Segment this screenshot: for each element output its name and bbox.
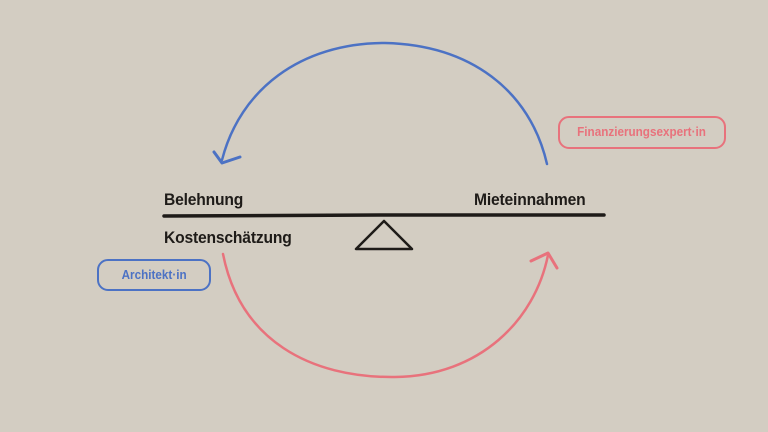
label-mieteinnahmen: Mieteinnahmen — [474, 190, 586, 209]
triangle-fulcrum-icon — [354, 219, 414, 251]
red-arrowhead-icon — [529, 251, 559, 270]
label-belehnung: Belehnung — [164, 190, 244, 209]
role-architect-label: Architekt·in — [121, 267, 187, 282]
blue-arrowhead-icon — [212, 150, 242, 165]
blue-arc-arrow — [220, 41, 549, 166]
scale-beam — [162, 213, 606, 218]
red-arc-arrow — [221, 252, 550, 379]
role-finance-expert-badge: Finanzierungsexpert·in — [558, 116, 726, 149]
label-kostenschaetzung: Kostenschätzung — [164, 228, 292, 247]
role-architect-badge: Architekt·in — [97, 259, 211, 291]
role-finance-expert-label: Finanzierungsexpert·in — [577, 124, 707, 139]
